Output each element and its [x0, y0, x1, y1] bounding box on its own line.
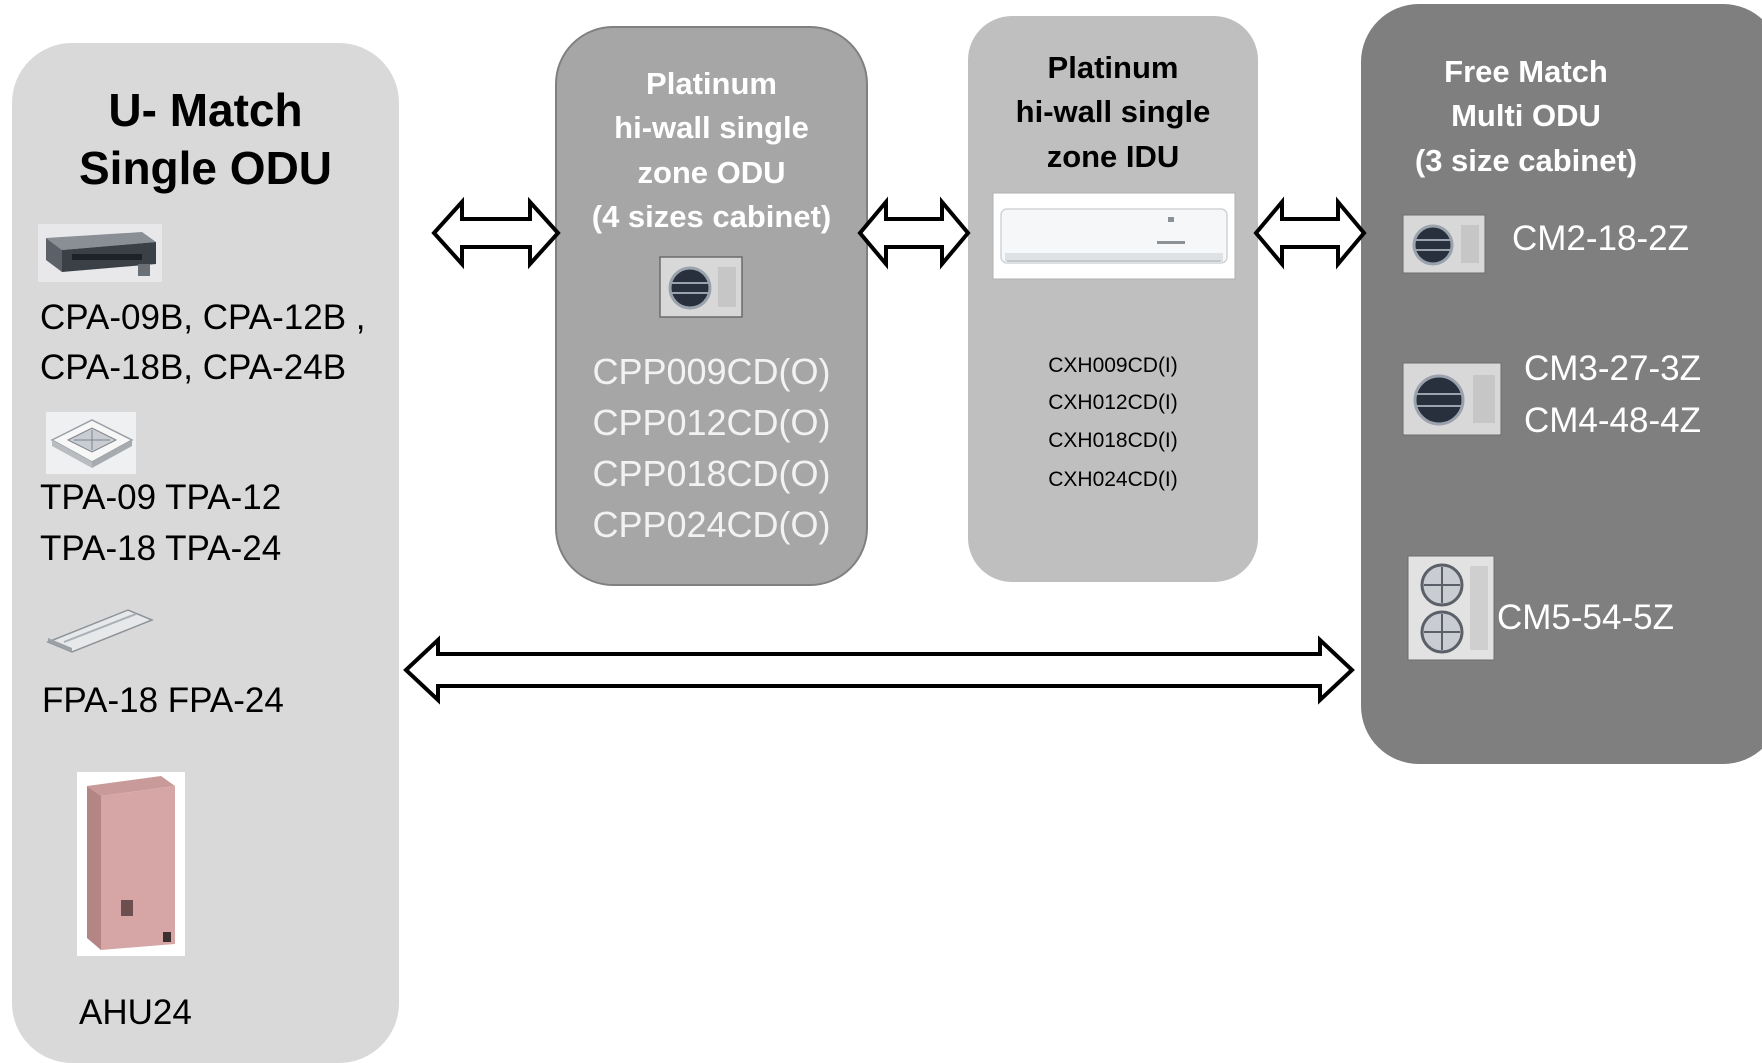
medium-outdoor-unit-icon — [1402, 362, 1502, 436]
free-match-title-line: Multi ODU — [1451, 98, 1601, 134]
double-arrow-icon — [431, 196, 561, 270]
u-match-title: U- Match Single ODU — [12, 84, 399, 194]
platinum-odu-title: Platinum hi-wall single zone ODU (4 size… — [555, 67, 868, 234]
tpa-models-line1: TPA-09 TPA-12 — [40, 478, 282, 517]
idu-model: CXH018CD(I) — [1048, 429, 1178, 452]
platinum-idu-title-line: zone IDU — [1046, 138, 1180, 174]
ducted-unit-icon — [38, 224, 162, 282]
free-match-title: Free Match Multi ODU (3 size cabinet) — [1361, 54, 1691, 178]
large-outdoor-unit-icon — [1407, 555, 1495, 661]
air-handler-icon — [77, 772, 185, 956]
cpa-models-line1: CPA-09B, CPA-12B , — [40, 298, 366, 337]
multi-model-small: CM2-18-2Z — [1512, 219, 1689, 258]
free-match-title-line: (3 size cabinet) — [1414, 142, 1638, 178]
u-match-panel — [12, 43, 399, 1063]
free-match-title-line: Free Match — [1444, 54, 1608, 89]
platinum-odu-title-line: zone ODU — [637, 154, 786, 190]
small-outdoor-unit-icon — [1402, 214, 1486, 274]
tpa-models-line2: TPA-18 TPA-24 — [40, 529, 282, 568]
multi-model-large: CM5-54-5Z — [1497, 598, 1674, 637]
long-double-arrow-icon — [403, 635, 1355, 705]
platinum-odu-title-line: hi-wall single — [614, 110, 809, 146]
platinum-idu-title-line: Platinum — [1047, 50, 1179, 85]
multi-model-medium-2: CM4-48-4Z — [1524, 401, 1701, 440]
platinum-idu-title: Platinum hi-wall single zone IDU — [968, 50, 1258, 174]
multi-model-medium-1: CM3-27-3Z — [1524, 349, 1701, 388]
outdoor-unit-icon — [659, 256, 743, 318]
odu-model: CPP012CD(O) — [592, 402, 831, 443]
platinum-idu-title-line: hi-wall single — [1015, 94, 1211, 130]
platinum-odu-title-line: (4 sizes cabinet) — [591, 199, 832, 235]
idu-model: CXH012CD(I) — [1048, 391, 1178, 414]
platinum-odu-title-line: Platinum — [646, 66, 777, 101]
floor-ceiling-unit-icon — [46, 609, 154, 653]
double-arrow-icon — [857, 196, 971, 270]
platinum-idu-panel — [968, 16, 1258, 582]
cassette-unit-icon — [46, 412, 136, 474]
u-match-title-line2: Single ODU — [78, 141, 333, 194]
odu-model: CPP018CD(O) — [592, 453, 831, 494]
wall-unit-icon — [992, 192, 1236, 280]
ahu-model: AHU24 — [79, 993, 192, 1032]
odu-model: CPP009CD(O) — [592, 351, 831, 392]
idu-model: CXH009CD(I) — [1048, 354, 1178, 377]
double-arrow-icon — [1253, 196, 1367, 270]
idu-model: CXH024CD(I) — [1048, 468, 1178, 491]
u-match-title-line1: U- Match — [108, 84, 303, 136]
odu-model: CPP024CD(O) — [592, 504, 831, 545]
cpa-models-line2: CPA-18B, CPA-24B — [40, 348, 347, 387]
fpa-models-line: FPA-18 FPA-24 — [42, 681, 284, 720]
